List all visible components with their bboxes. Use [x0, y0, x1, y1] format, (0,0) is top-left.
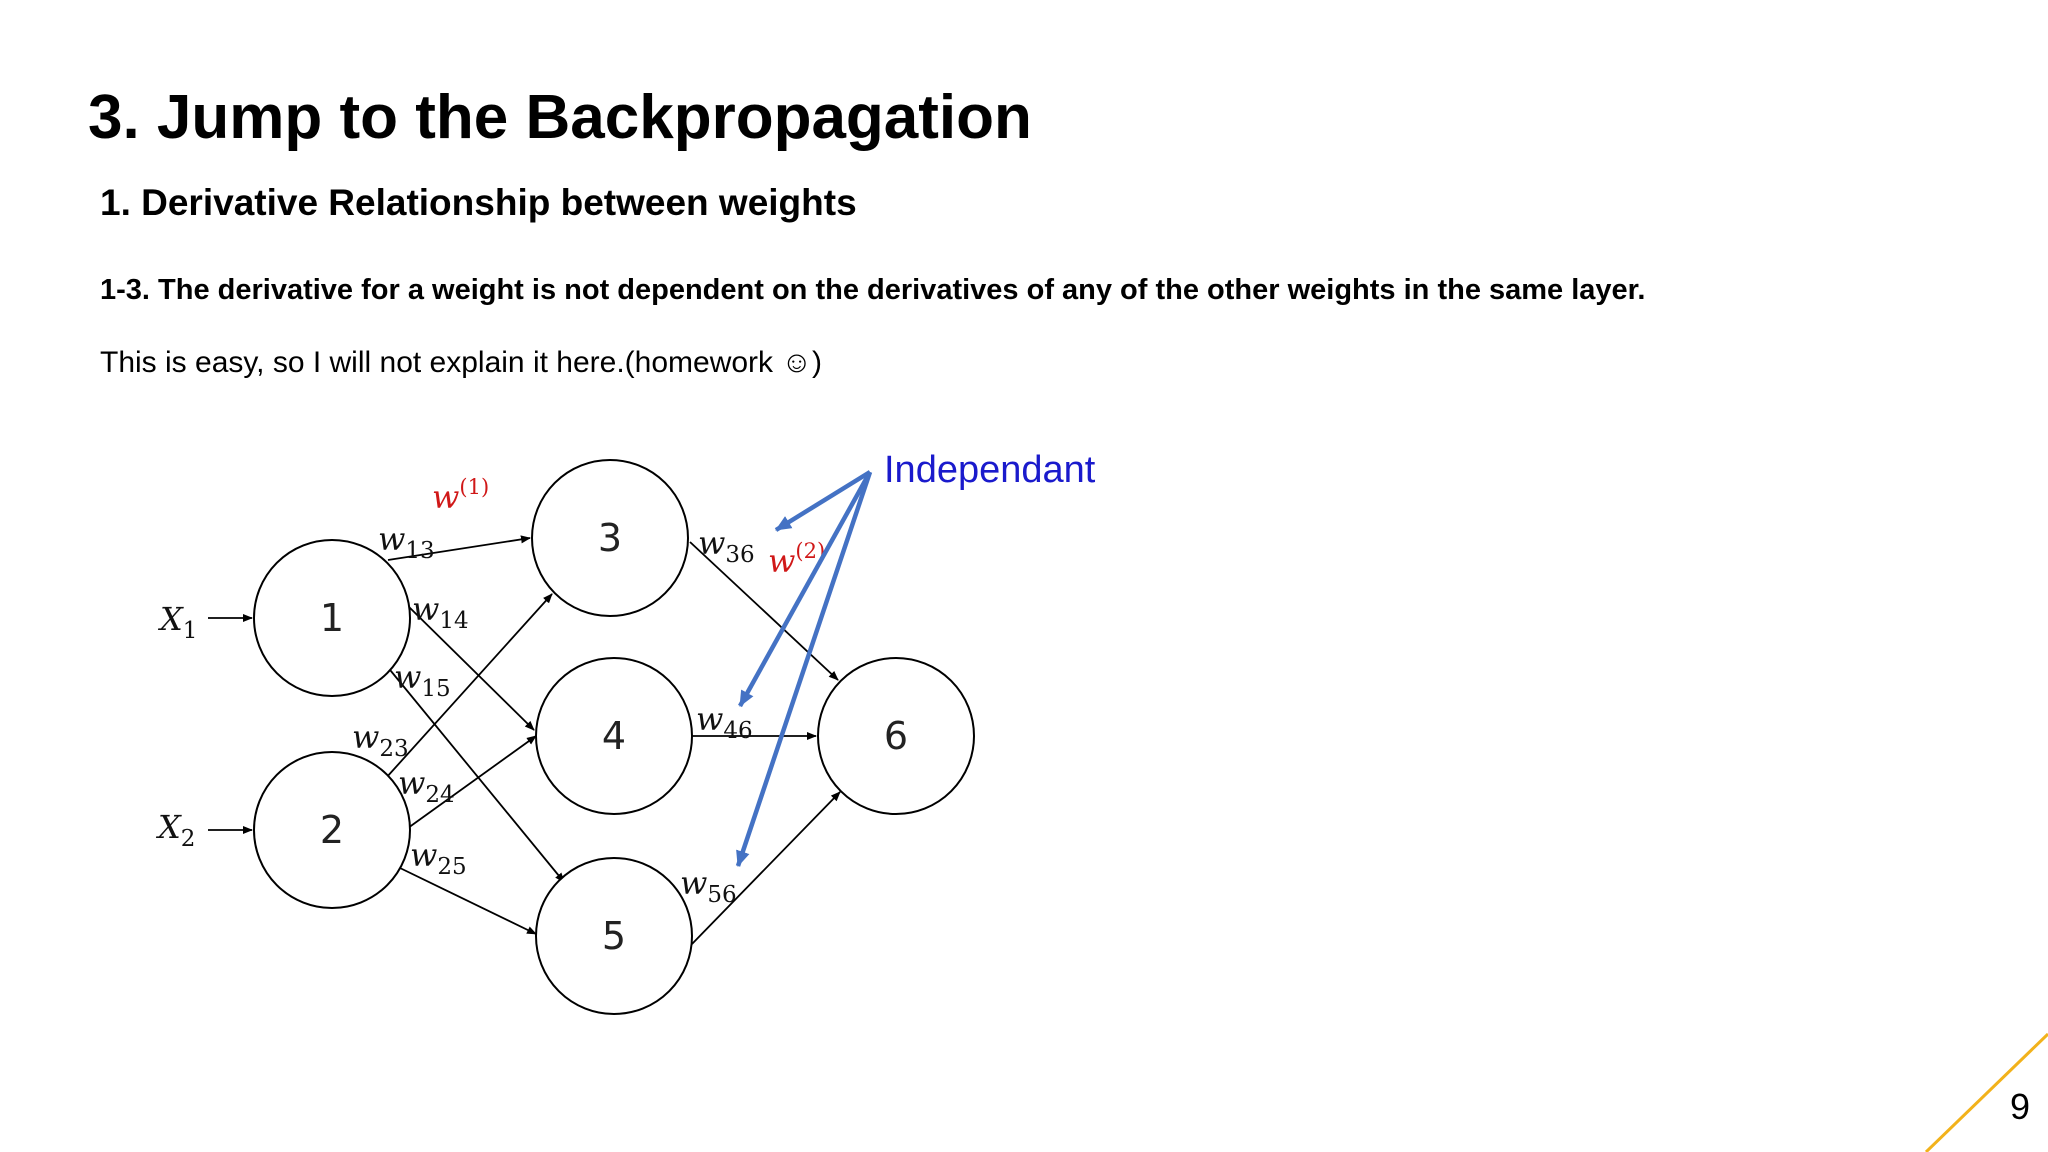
layer-label-w1: w(1) — [432, 475, 489, 516]
weight-label-w13: w13 — [378, 520, 435, 564]
edge-2-3 — [385, 593, 553, 779]
body-text: This is easy, so I will not explain it h… — [100, 346, 822, 379]
edge-1-3 — [387, 535, 531, 561]
node-label-5: 5 — [602, 914, 626, 958]
input-label-x1: X1 — [157, 600, 197, 644]
independent-arrow-w56 — [735, 471, 873, 867]
section-heading: 1-3. The derivative for a weight is not … — [100, 274, 1646, 306]
edge-1-4 — [405, 603, 535, 731]
independent-label: Independant — [884, 449, 1096, 491]
slide-subtitle: 1. Derivative Relationship between weigh… — [100, 182, 857, 223]
node-label-3: 3 — [598, 516, 622, 560]
independent-arrow-w46 — [738, 470, 872, 708]
layer-label-w2: w(2) — [768, 539, 825, 580]
slide-title: 3. Jump to the Backpropagation — [88, 83, 1032, 152]
edge-3-6 — [689, 541, 839, 681]
weight-label-w36: w36 — [698, 524, 755, 568]
weight-label-w25: w25 — [410, 836, 467, 880]
weight-label-w56: w56 — [680, 864, 737, 908]
edge-1-5 — [385, 664, 565, 883]
independent-arrow-w36 — [774, 470, 872, 532]
node-label-1: 1 — [320, 596, 344, 640]
node-1 — [253, 539, 411, 697]
edge-2-4 — [407, 735, 537, 829]
weight-label-w14: w14 — [412, 590, 469, 634]
weight-label-w24: w24 — [398, 764, 455, 808]
input-label-x2: X2 — [155, 808, 195, 852]
node-2 — [253, 751, 411, 909]
node-6 — [817, 657, 975, 815]
weight-label-w23: w23 — [352, 718, 409, 762]
edge-2-5 — [399, 867, 537, 935]
node-4 — [535, 657, 693, 815]
weight-label-w46: w46 — [696, 700, 753, 744]
node-label-2: 2 — [320, 808, 344, 852]
node-5 — [535, 857, 693, 1015]
page-number: 9 — [2009, 1086, 2030, 1127]
node-3 — [531, 459, 689, 617]
node-label-4: 4 — [602, 714, 626, 758]
edge-5-6 — [691, 791, 841, 945]
weight-label-w15: w15 — [394, 658, 451, 702]
accent-line — [1924, 1032, 2048, 1152]
node-label-6: 6 — [884, 714, 908, 758]
